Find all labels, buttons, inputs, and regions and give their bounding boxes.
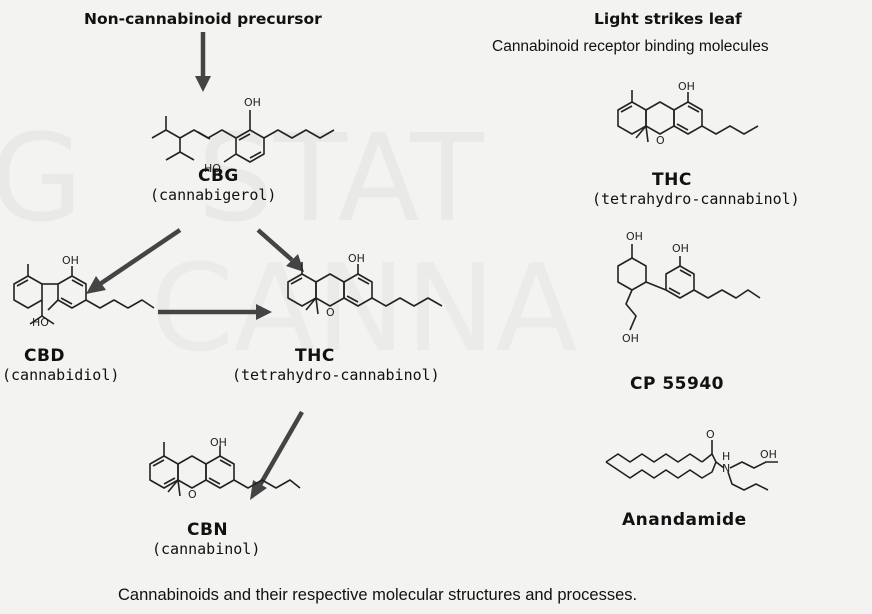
figure-caption: Cannabinoids and their respective molecu…	[118, 586, 638, 604]
oh-label: OH	[210, 436, 227, 449]
h-label: H	[722, 450, 730, 463]
oh-label: OH	[672, 242, 689, 255]
oh-label: OH	[760, 448, 777, 461]
cbn-fullname: (cannabinol)	[152, 540, 261, 558]
anandamide-name: Anandamide	[622, 510, 747, 530]
thc-right-fullname: (tetrahydro-cannabinol)	[592, 190, 800, 208]
arrowhead	[86, 276, 106, 294]
oh-label: OH	[622, 332, 639, 345]
arrowhead	[256, 304, 272, 320]
o-label: O	[656, 134, 665, 147]
thc-right-name: THC	[652, 170, 692, 190]
receptor-header: Cannabinoid receptor binding molecules	[492, 38, 769, 55]
cbn-structure: OH O	[149, 436, 301, 501]
oh-label: OH	[678, 80, 695, 93]
cbn-name: CBN	[187, 520, 229, 540]
cp55940-name: CP 55940	[630, 374, 724, 394]
arrow-thc-to-cbn	[258, 410, 304, 487]
cp55940-structure: OH OH OH	[617, 230, 761, 345]
cbg-name: CBG	[198, 166, 239, 186]
thc-right-structure: OH O	[617, 80, 759, 147]
oh-label: OH	[348, 252, 365, 265]
o-label: O	[706, 428, 715, 441]
oh-label: OH	[626, 230, 643, 243]
ho-label: HO	[32, 316, 49, 329]
precursor-header: Non-cannabinoid precursor	[84, 10, 322, 28]
o-label: O	[326, 306, 335, 319]
n-label: N	[722, 462, 730, 475]
cbd-structure: OH HO	[13, 254, 155, 329]
oh-label: OH	[244, 96, 261, 109]
o-label: O	[188, 488, 197, 501]
light-header: Light strikes leaf	[594, 10, 742, 28]
thc-name: THC	[295, 346, 335, 366]
thc-structure: OH O	[287, 252, 443, 319]
cbd-name: CBD	[24, 346, 66, 366]
arrow-cbg-to-cbd	[98, 228, 182, 286]
oh-label: OH	[62, 254, 79, 267]
cbd-fullname: (cannabidiol)	[2, 366, 120, 384]
cbg-fullname: (cannabigerol)	[150, 186, 277, 204]
arrow-cbg-to-thc	[256, 228, 294, 262]
anandamide-structure: O N H OH	[605, 428, 778, 491]
cbg-structure: OH HO	[151, 96, 335, 175]
thc-fullname: (tetrahydro-cannabinol)	[232, 366, 440, 384]
arrowhead	[286, 254, 304, 272]
arrowhead	[195, 76, 211, 92]
ho-label: HO	[204, 162, 221, 175]
